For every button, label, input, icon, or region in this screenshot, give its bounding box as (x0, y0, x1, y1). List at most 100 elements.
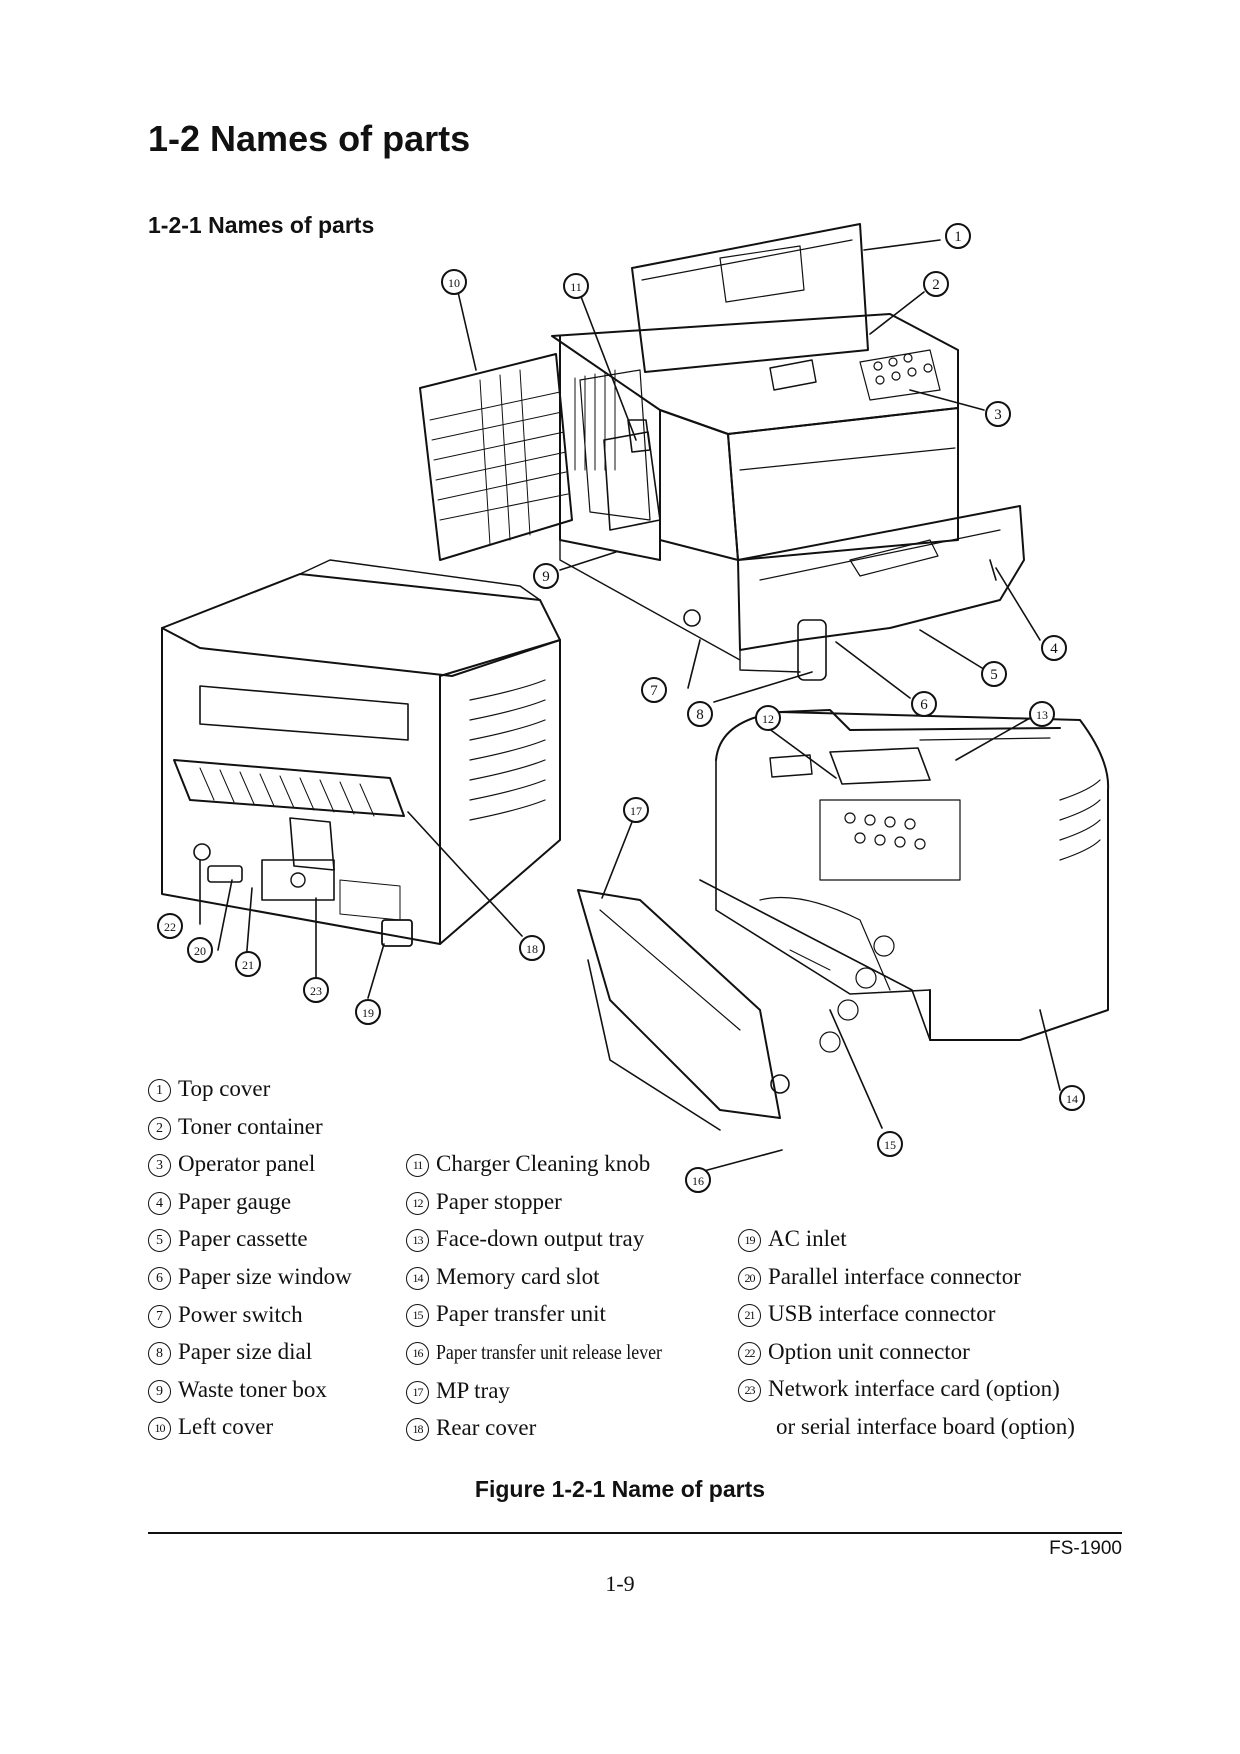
legend-item: 11 Charger Cleaning knob (406, 1145, 702, 1183)
svg-text:17: 17 (630, 804, 642, 818)
legend-item: 16 Paper transfer unit release lever (406, 1333, 702, 1372)
callout-13: 13 (1029, 701, 1055, 727)
legend-number: 20 (738, 1266, 761, 1290)
legend-number: 21 (738, 1304, 761, 1328)
callout-20: 20 (187, 937, 213, 963)
legend-label: Toner container (178, 1113, 323, 1139)
legend-label: or serial interface board (option) (776, 1413, 1075, 1439)
legend-label: Left cover (178, 1414, 274, 1440)
legend-label: Paper size window (178, 1263, 352, 1289)
legend-label: Rear cover (436, 1415, 537, 1441)
legend-number: 10 (148, 1417, 171, 1441)
legend-number: 2 (148, 1116, 171, 1140)
legend-label: Charger Cleaning knob (436, 1151, 651, 1176)
callout-17: 17 (623, 797, 649, 823)
svg-text:3: 3 (994, 407, 1002, 423)
legend-column-1: 1 Top cover 2 Toner container 3 Operator pa… (148, 1070, 352, 1446)
legend-item: 1 Top cover (148, 1070, 352, 1108)
footer-rule (148, 1532, 1122, 1534)
callout-16: 16 (685, 1167, 711, 1193)
legend-label: Operator panel (178, 1151, 316, 1177)
legend-item: 10 Left cover (148, 1408, 352, 1446)
legend-item: 2 Toner container (148, 1108, 352, 1146)
legend-label: USB interface connector (768, 1301, 996, 1327)
callout-4: 4 (1041, 635, 1067, 661)
callout-18: 18 (519, 935, 545, 961)
legend-label: MP tray (436, 1377, 510, 1403)
svg-text:23: 23 (310, 984, 322, 998)
svg-text:15: 15 (884, 1138, 896, 1152)
model-name: FS-1900 (1049, 1538, 1122, 1559)
callout-2: 2 (923, 271, 949, 297)
section-title: 1-2-1 Names of parts (148, 212, 375, 238)
legend-item-continuation: or serial interface board (option) (738, 1408, 1075, 1446)
legend-number: 5 (148, 1229, 171, 1253)
svg-text:16: 16 (692, 1174, 704, 1188)
legend-item: 21 USB interface connector (738, 1295, 1075, 1333)
legend-number: 7 (148, 1304, 171, 1328)
legend-number: 19 (738, 1229, 761, 1252)
legend-number: 11 (406, 1154, 429, 1177)
legend-label: Waste toner box (178, 1376, 327, 1402)
figure-caption: Figure 1-2-1 Name of parts (474, 1476, 766, 1502)
callout-15: 15 (877, 1131, 903, 1157)
callout-11: 11 (563, 273, 589, 299)
legend-number: 6 (148, 1266, 171, 1290)
svg-text:12: 12 (762, 712, 774, 726)
legend-label: Paper transfer unit (436, 1301, 606, 1327)
legend-number: 9 (148, 1379, 171, 1403)
legend-number: 16 (406, 1341, 429, 1365)
callout-5: 5 (981, 661, 1007, 687)
legend-number: 13 (406, 1229, 429, 1253)
svg-text:22: 22 (164, 920, 176, 934)
legend-number: 1 (148, 1079, 171, 1102)
legend-label: Top cover (178, 1076, 271, 1101)
callout-21: 21 (235, 951, 261, 977)
legend-number: 22 (738, 1341, 761, 1365)
callout-3: 3 (985, 401, 1011, 427)
legend-label: Paper size dial (178, 1339, 313, 1365)
svg-text:14: 14 (1066, 1092, 1078, 1106)
legend-item: 8 Paper size dial (148, 1333, 352, 1371)
svg-text:1: 1 (954, 229, 962, 245)
callout-14: 14 (1059, 1085, 1085, 1111)
legend-label: AC inlet (768, 1226, 847, 1251)
svg-text:19: 19 (362, 1006, 374, 1020)
legend-number: 3 (148, 1154, 171, 1178)
svg-text:4: 4 (1050, 641, 1058, 657)
callout-12: 12 (755, 705, 781, 731)
legend-label: Option unit connector (768, 1338, 970, 1364)
legend-number: 18 (406, 1418, 429, 1442)
legend-item: 6 Paper size window (148, 1258, 352, 1296)
legend-item: 3 Operator panel (148, 1145, 352, 1183)
svg-text:9: 9 (542, 569, 550, 585)
legend-number: 8 (148, 1342, 171, 1366)
legend-column-3: 19 AC inlet 20 Parallel interface connecto… (738, 1220, 1075, 1446)
callout-7: 7 (641, 677, 667, 703)
callout-9: 9 (533, 563, 559, 589)
callout-22: 22 (157, 913, 183, 939)
svg-text:5: 5 (990, 667, 998, 683)
legend-item: 5 Paper cassette (148, 1220, 352, 1258)
callout-10: 10 (441, 269, 467, 295)
svg-text:11: 11 (570, 280, 582, 294)
svg-text:21: 21 (242, 958, 254, 972)
legend-label: Paper transfer unit release lever (436, 1339, 662, 1364)
svg-text:8: 8 (696, 707, 704, 723)
callout-19: 19 (355, 999, 381, 1025)
legend-number: 23 (738, 1379, 761, 1403)
legend-label: Paper gauge (178, 1188, 292, 1214)
page-title: 1-2 Names of parts (148, 118, 471, 159)
callout-23: 23 (303, 977, 329, 1003)
legend-label: Parallel interface connector (768, 1263, 1021, 1289)
legend-label: Paper cassette (178, 1226, 308, 1252)
page-number: 1-9 (605, 1571, 635, 1596)
